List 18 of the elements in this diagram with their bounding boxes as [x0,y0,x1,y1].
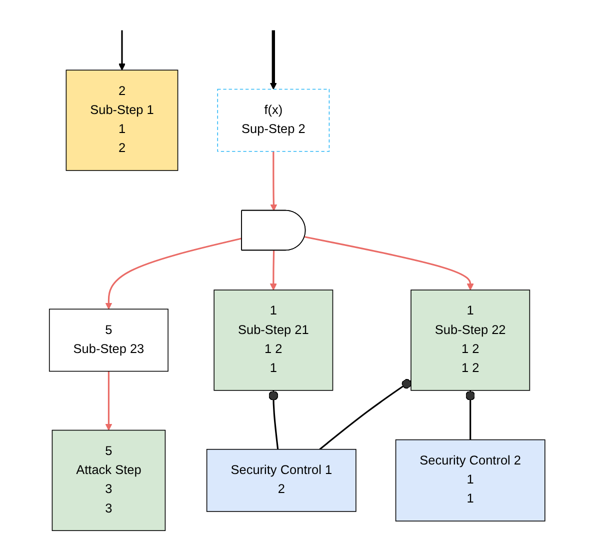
connector [268,390,279,450]
arrow [106,371,113,431]
connector [466,390,476,440]
arrow [118,30,126,70]
node-box: 5 Sub-Step 23 [49,308,169,372]
node-box: 5 Attack Step 3 3 [52,430,166,531]
node-box: Security Control 2 1 1 [396,439,546,522]
arrow [304,236,474,290]
arrow [270,250,278,290]
node-box: f(x) Sup-Step 2 [218,88,330,152]
node-box: 2 Sub-Step 1 1 2 [66,70,179,171]
arrow [106,238,242,310]
node-box: 1 Sub-Step 21 1 2 1 [214,290,334,391]
arrow [270,151,278,212]
connector [320,378,412,450]
node-box: Security Control 1 2 [206,448,357,512]
arrow [270,30,278,90]
node-box: 1 Sub-Step 22 1 2 1 2 [410,290,530,391]
